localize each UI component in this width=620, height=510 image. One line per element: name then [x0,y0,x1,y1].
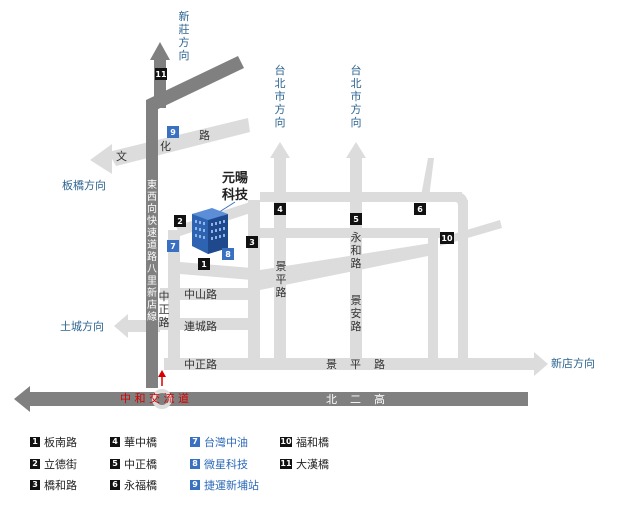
badge-6: 6 [414,203,426,215]
building-icon [192,208,228,254]
badge-5: 5 [350,213,362,225]
expressway-label: 東西向快速道路八里新店線 [147,178,157,323]
svg-text:6: 6 [417,205,423,214]
interchange-circle [152,389,172,409]
svg-text:1: 1 [201,260,207,269]
dir-taipei-1: 台北市方向 [275,63,286,129]
wenhua-road-1: 文 [116,149,127,163]
wenhua-road-3: 路 [199,129,210,142]
company-name-line2: 科技 [222,187,249,203]
badge-4: 4 [274,203,286,215]
svg-text:3: 3 [249,238,255,247]
yonghe-road: 永和路 [351,230,362,270]
dir-tucheng: 土城方向 [60,319,104,333]
svg-text:8: 8 [225,250,231,259]
map-badges: 11 9 2 7 8 1 3 4 5 6 10 [155,68,454,270]
badge-2: 2 [174,215,186,227]
dir-taipei-2: 台北市方向 [351,63,362,129]
svg-text:5: 5 [353,215,359,224]
zhongzheng-road-h: 中正路 [184,358,217,371]
badge-10: 10 [440,232,454,244]
svg-text:10: 10 [441,234,453,243]
badge-11: 11 [155,68,167,80]
badge-1: 1 [198,258,210,270]
svg-text:9: 9 [170,128,176,137]
badge-8: 8 [222,248,234,260]
jingan-road: 景安路 [351,294,362,333]
zhongshan-road: 中山路 [184,288,217,301]
dir-banqiao: 板橋方向 [62,178,106,192]
badge-3: 3 [246,236,258,248]
svg-text:2: 2 [177,217,183,226]
zhongzheng-road-v: 中正路 [159,290,170,329]
road-labels: 文 化 路 東西向快速道路八里新店線 中山路 連城路 中正路 中正路 景平路 景… [116,129,385,406]
liancheng-road: 連城路 [184,319,217,333]
beier-1: 北 [326,393,337,406]
light-roads [90,118,548,376]
dir-xindian: 新店方向 [551,356,595,370]
badge-9: 9 [167,126,179,138]
jingping-road-h-3: 路 [374,358,385,371]
dark-roads [14,42,528,412]
svg-text:11: 11 [155,70,167,79]
dir-xinzhuang: 新莊方向 [179,9,190,62]
beier-2: 二 [350,393,361,406]
zhonghe-exchange: 中 和 交 流 道 [120,391,189,405]
company-name-line1: 元暘 [222,171,248,186]
svg-text:4: 4 [277,205,283,214]
jingping-road-h-2: 平 [350,358,361,371]
beier-3: 高 [374,392,385,406]
jingping-road-h-1: 景 [326,358,337,371]
jingping-road-v: 景平路 [276,260,287,299]
route-map: 新莊方向 台北市方向 台北市方向 板橋方向 土城方向 新店方向 文 化 路 東西… [14,9,595,412]
company-marker: 元暘 科技 [192,171,249,254]
wenhua-road-2: 化 [160,139,171,153]
badge-7: 7 [167,240,179,252]
svg-text:7: 7 [170,242,176,251]
direction-labels: 新莊方向 台北市方向 台北市方向 板橋方向 土城方向 新店方向 [60,9,595,370]
